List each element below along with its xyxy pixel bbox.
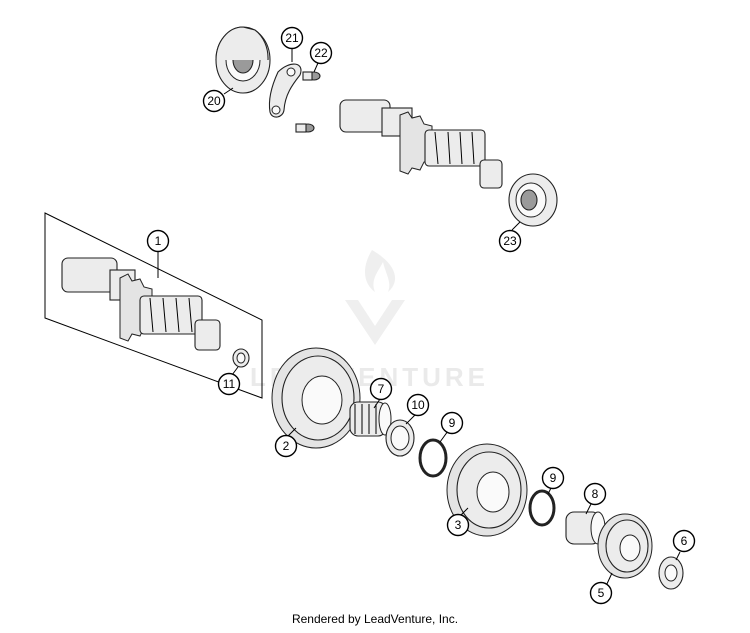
screw-22-upper — [302, 71, 321, 81]
callout-6: 6 — [672, 529, 696, 553]
callout-5: 5 — [589, 581, 613, 605]
bearing-23 — [508, 173, 558, 227]
callout-10: 10 — [406, 393, 430, 417]
callout-5-label: 5 — [598, 586, 605, 600]
callout-1: 1 — [146, 229, 170, 253]
callout-9-lower-label: 9 — [550, 471, 557, 485]
bearing-20 — [215, 26, 271, 94]
transmission-shaft-1 — [61, 257, 221, 351]
ring-11 — [232, 348, 250, 368]
callout-11: 11 — [217, 372, 241, 396]
callout-21: 21 — [280, 26, 304, 50]
washer-6 — [658, 556, 684, 590]
locking-plate-21 — [268, 63, 302, 118]
callout-3: 3 — [446, 513, 470, 537]
gear-5 — [597, 513, 653, 579]
callout-8: 8 — [583, 482, 607, 506]
part-1-group-box — [44, 212, 263, 399]
callout-20: 20 — [202, 89, 226, 113]
needle-bearing-7 — [349, 401, 392, 437]
callout-7: 7 — [369, 377, 393, 401]
callout-23: 23 — [498, 229, 522, 253]
gear-2 — [271, 347, 361, 449]
callout-2-label: 2 — [283, 439, 290, 453]
callout-2: 2 — [274, 434, 298, 458]
upper-transmission-shaft — [339, 99, 503, 189]
callout-11-label: 11 — [223, 377, 236, 391]
screw-22-lower — [295, 123, 315, 133]
callout-9-upper-label: 9 — [449, 416, 456, 430]
callout-7-label: 7 — [378, 382, 385, 396]
circlip-9-lower — [528, 489, 556, 527]
callout-22: 22 — [309, 41, 333, 65]
callout-9-upper: 9 — [440, 411, 464, 435]
render-credit: Rendered by LeadVenture, Inc. — [291, 612, 459, 626]
gear-3 — [446, 443, 528, 537]
callout-21-label: 21 — [285, 31, 299, 45]
callout-23-label: 23 — [503, 234, 517, 248]
callout-22-label: 22 — [314, 46, 328, 60]
callout-6-label: 6 — [681, 534, 688, 548]
callout-10-label: 10 — [411, 398, 425, 412]
leader-lines — [157, 48, 681, 587]
circlip-9-upper — [418, 438, 448, 478]
callout-20-label: 20 — [207, 94, 221, 108]
callout-9-lower: 9 — [541, 466, 565, 490]
callout-3-label: 3 — [455, 518, 462, 532]
callout-1-label: 1 — [155, 234, 162, 248]
callout-8-label: 8 — [592, 487, 599, 501]
lock-washer-10 — [385, 419, 415, 457]
